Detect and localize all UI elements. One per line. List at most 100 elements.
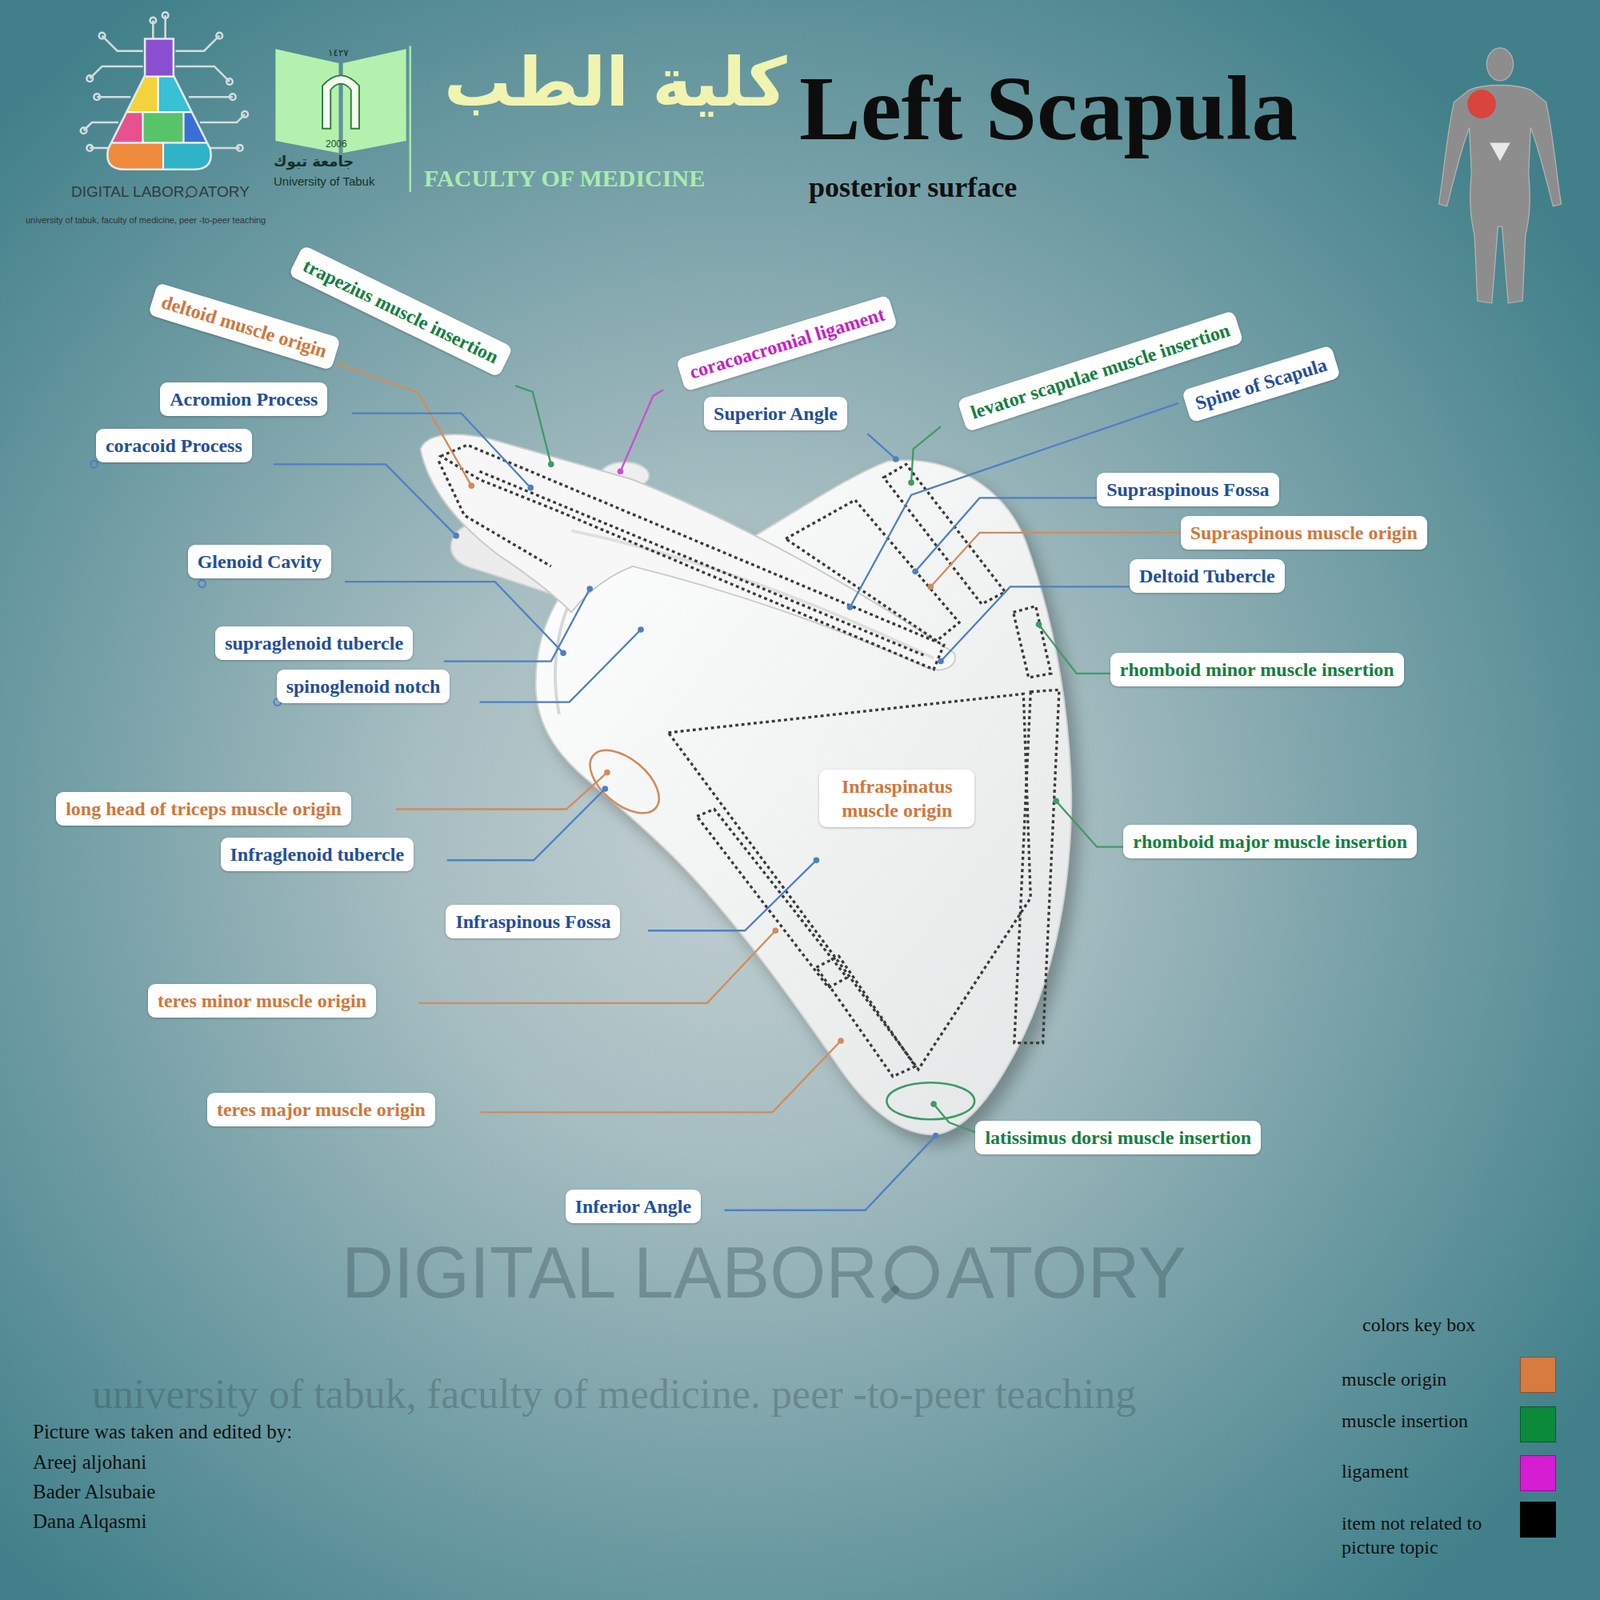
leader-line	[352, 413, 531, 488]
flask-pieces	[102, 30, 225, 174]
puzzle-piece	[102, 112, 144, 143]
leader-dot	[198, 580, 206, 588]
label-text: latissimus dorsi muscle insertion	[984, 1125, 1252, 1150]
circuit-line	[200, 114, 245, 123]
circuit-node	[93, 93, 100, 100]
separator	[408, 45, 412, 192]
callout-label: Spine of Scapula	[1181, 344, 1340, 423]
callout-label: Glenoid Cavity	[188, 544, 332, 579]
logo-year: ١٤٢٧	[328, 48, 349, 60]
circuit-line	[175, 66, 230, 82]
latissimus-area	[886, 1082, 975, 1120]
label-text: Spine of Scapula	[1192, 352, 1331, 416]
label-text: teres major muscle origin	[216, 1097, 426, 1122]
leader-line	[648, 860, 816, 931]
watermark: university of tabuk, faculty of medicine…	[92, 1370, 1136, 1419]
label-text: teres minor muscle origin	[157, 988, 367, 1013]
circuit-node	[150, 17, 157, 24]
watermark: DIGITAL LABOR	[341, 1232, 878, 1316]
body-silhouette	[1438, 48, 1561, 304]
leader-dot	[468, 482, 475, 489]
callout-label: Inferior Angle	[565, 1189, 702, 1224]
legend-text: ligament	[1341, 1459, 1409, 1484]
flask-outline	[107, 38, 211, 169]
label-text: Supraspinous muscle origin	[1190, 520, 1418, 545]
label-text: spinoglenoid notch	[286, 674, 441, 699]
callout-label: Supraspinous Fossa	[1096, 472, 1279, 507]
dotted-area	[668, 693, 1031, 1069]
leader-dot	[927, 584, 934, 591]
leader-line	[911, 426, 941, 483]
watermark: ATORY	[946, 1232, 1187, 1316]
circuit-line	[102, 36, 144, 52]
credit-text: Bader Alsubaie	[32, 1480, 156, 1504]
callout-label: Superior Angle	[704, 396, 848, 431]
circuit-node	[80, 127, 88, 134]
puzzle-piece	[102, 30, 225, 76]
label-text: Infraspinous Fossa	[455, 909, 611, 934]
puzzle-piece	[143, 112, 184, 143]
label-text: Deltoid Tubercle	[1139, 564, 1276, 588]
page-title: Left Scapula	[799, 56, 1298, 162]
label-text: coracoid Process	[105, 433, 243, 458]
leader-dot	[452, 532, 460, 540]
legend-swatch	[1520, 1406, 1556, 1443]
dotted-area	[438, 461, 551, 567]
callout-label: latissimus dorsi muscle insertion	[975, 1120, 1261, 1155]
circuit-line	[175, 36, 220, 52]
circuit-node	[226, 78, 233, 85]
triceps-area	[578, 738, 670, 826]
leader-dot	[548, 461, 555, 468]
circuit-node	[229, 93, 236, 100]
faculty-name: كلية الطب	[444, 44, 788, 122]
leader-line	[336, 363, 472, 486]
label-text: Acromion Process	[169, 387, 318, 412]
leader-line	[620, 389, 664, 472]
leader-dot	[1036, 621, 1043, 628]
leader-line	[515, 385, 552, 464]
credit-text: Areej aljohani	[32, 1451, 147, 1475]
magnifier-icon	[885, 1289, 896, 1300]
leader-dot	[837, 1037, 844, 1044]
dotted-area	[785, 500, 960, 641]
label-text: Supraspinous Fossa	[1106, 477, 1269, 502]
leader-line	[273, 464, 456, 536]
leader-line	[933, 1104, 977, 1133]
dotted-area	[440, 444, 944, 670]
label-text: long head of triceps muscle origin	[65, 796, 342, 821]
logo-tagline: university of tabuk, faculty of medicine…	[25, 215, 266, 226]
leader-dot	[892, 456, 900, 463]
label-text: supraglenoid tubercle	[224, 631, 404, 656]
head	[1486, 48, 1513, 81]
leader-dot	[937, 658, 944, 665]
dotted-area	[696, 808, 848, 988]
circuit-node	[162, 12, 169, 19]
leader-line	[724, 1136, 936, 1211]
circuit-line	[89, 66, 143, 79]
attachment-outlines	[438, 444, 1060, 1077]
leader-line	[418, 930, 776, 1004]
leader-dot	[586, 585, 593, 592]
legend-text: item not related to picture topic	[1341, 1511, 1490, 1560]
leader-lines	[90, 363, 1181, 1211]
scapula	[420, 434, 1080, 1145]
label-text: deltoid muscle origin	[158, 289, 330, 363]
callout-label: Acromion Process	[160, 382, 328, 416]
leader-dot	[908, 479, 915, 486]
callout-label: rhomboid minor muscle insertion	[1110, 652, 1404, 687]
magnifier-icon	[185, 195, 188, 198]
legend-text: muscle insertion	[1341, 1408, 1468, 1433]
label-text: Infraglenoid tubercle	[230, 842, 405, 867]
magnifier-icon	[186, 186, 197, 197]
leader-dot	[604, 769, 611, 776]
leader-line	[867, 433, 896, 460]
legend-swatch	[1520, 1455, 1556, 1492]
circuit-node	[236, 144, 244, 152]
callout-label: teres minor muscle origin	[148, 984, 376, 1018]
sacrum-patch	[1489, 143, 1511, 162]
legend-title: colors key box	[1362, 1314, 1476, 1337]
dotted-area	[1013, 606, 1052, 678]
circuit-node	[241, 111, 248, 118]
leader-dot	[813, 856, 820, 864]
leader-dot	[847, 604, 854, 611]
